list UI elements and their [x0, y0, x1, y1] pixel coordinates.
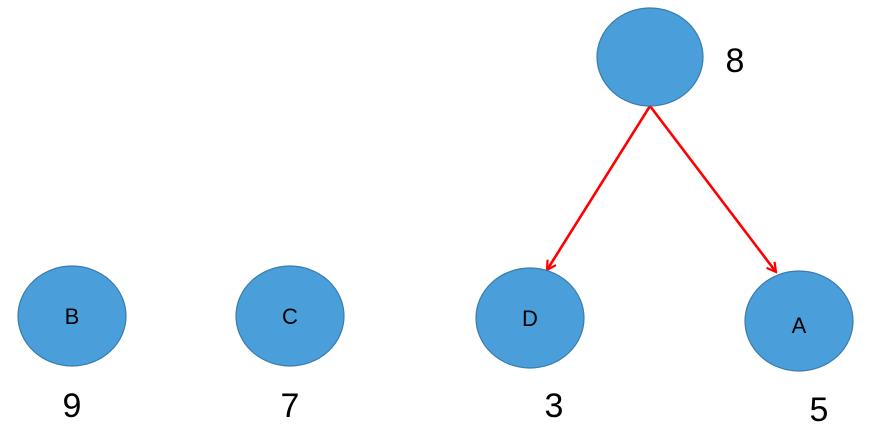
node-d-label: D	[522, 306, 538, 331]
node-c-shape	[235, 265, 345, 367]
node-c-weight: 7	[281, 387, 300, 425]
node-root-weight: 8	[726, 42, 745, 80]
node-b-label: B	[65, 304, 80, 329]
node-a-weight: 5	[810, 391, 829, 429]
node-a: A 5	[744, 270, 854, 429]
edge-root-to-d	[547, 105, 652, 270]
node-c: C 7	[235, 265, 345, 425]
node-d: D 3	[475, 267, 585, 425]
node-b-weight: 9	[63, 387, 82, 425]
node-d-weight: 3	[545, 387, 564, 425]
node-b: B 9	[17, 265, 127, 425]
node-root: 8	[596, 7, 745, 107]
node-b-shape	[17, 265, 127, 367]
node-a-label: A	[792, 313, 807, 338]
node-c-label: C	[282, 304, 298, 329]
node-d-shape	[475, 267, 585, 369]
node-root-shape	[596, 7, 704, 107]
edge-root-to-a	[648, 105, 776, 272]
edges	[547, 105, 776, 272]
node-a-shape	[744, 270, 854, 372]
